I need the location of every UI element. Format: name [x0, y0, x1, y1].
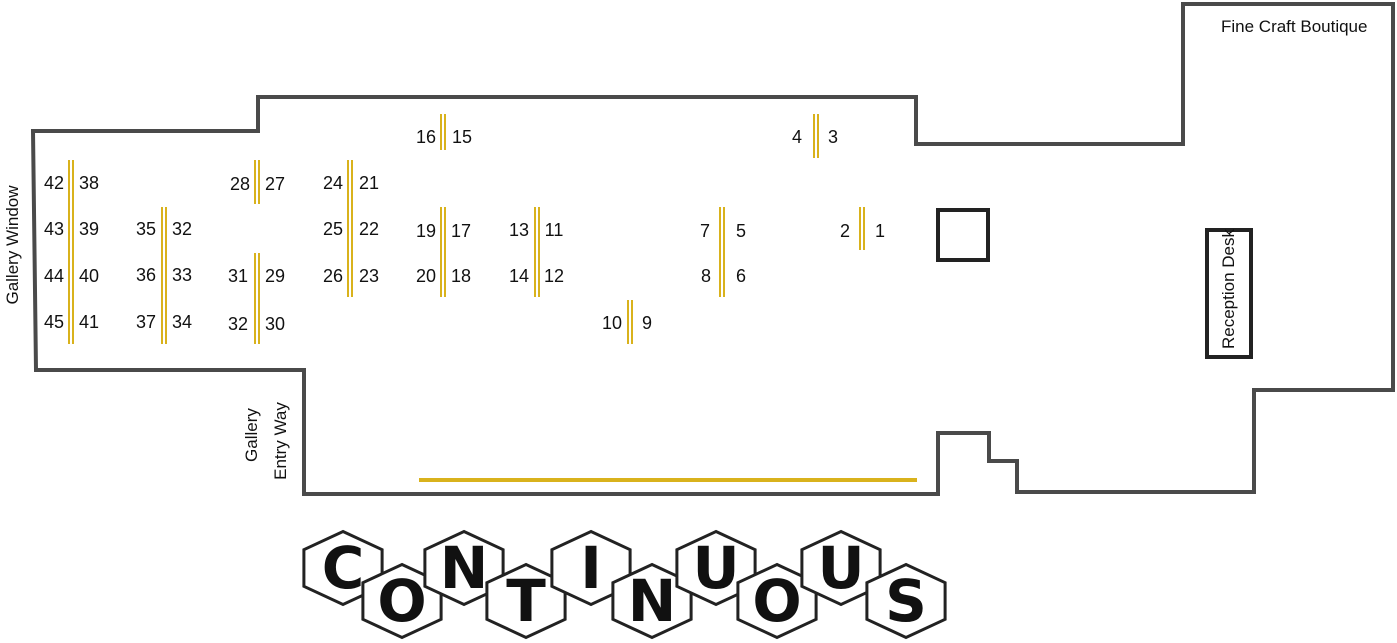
- reception-desk: [1205, 228, 1253, 359]
- logo-hexagon: U: [675, 529, 757, 607]
- logo-hexagon: O: [361, 562, 443, 640]
- booth-number: 7: [699, 221, 711, 241]
- booth-number: 36: [135, 265, 157, 285]
- booth-number: 17: [450, 221, 472, 241]
- reception-desk-label: Reception Desk: [1219, 228, 1238, 349]
- booth-number: 44: [43, 266, 65, 286]
- booth-number: 3: [827, 127, 839, 147]
- booth-number: 27: [264, 174, 286, 194]
- logo-letter: C: [322, 534, 365, 602]
- booth-number: 42: [43, 173, 65, 193]
- booth-number: 4: [791, 127, 803, 147]
- logo-hexagon: S: [865, 562, 947, 640]
- booth-number: 9: [641, 313, 653, 333]
- booth-number: 1: [874, 221, 886, 241]
- booth-number: 24: [322, 173, 344, 193]
- booth-number: 2: [839, 221, 851, 241]
- booth-number: 43: [43, 219, 65, 239]
- booth-number: 10: [601, 313, 623, 333]
- booth-number: 25: [322, 219, 344, 239]
- logo-hexagon: N: [423, 529, 505, 607]
- hexagon-shape: [550, 529, 632, 607]
- booth-number: 37: [135, 312, 157, 332]
- booth-number: 45: [43, 312, 65, 332]
- logo-letter: T: [506, 567, 546, 635]
- booth-number: 31: [227, 266, 249, 286]
- booth-number: 22: [358, 219, 380, 239]
- hexagon-shape: [423, 529, 505, 607]
- booth-number: 11: [544, 220, 564, 240]
- logo-letter: N: [440, 534, 489, 602]
- logo-hexagon: O: [736, 562, 818, 640]
- booth-number: 28: [229, 174, 251, 194]
- booth-dividers: [68, 114, 865, 344]
- booth-number: 40: [78, 266, 100, 286]
- gallery-window-label: Gallery Window: [3, 185, 22, 305]
- booth-number: 16: [415, 127, 437, 147]
- logo-letter: O: [377, 567, 426, 635]
- logo-hexagon: N: [611, 562, 693, 640]
- booth-number: 30: [264, 314, 286, 334]
- booth-number: 21: [358, 173, 380, 193]
- booth-number: 20: [415, 266, 437, 286]
- booth-number: 8: [700, 266, 712, 286]
- booth-number: 35: [135, 219, 157, 239]
- booth-number: 23: [358, 266, 380, 286]
- booth-number: 14: [508, 266, 530, 286]
- logo-letter: I: [580, 534, 602, 602]
- gallery-wall-outline: [30, 2, 1395, 496]
- fine-craft-boutique-label: Fine Craft Boutique: [1221, 17, 1368, 36]
- logo-letter: O: [752, 567, 801, 635]
- booth-number: 18: [450, 266, 472, 286]
- logo-letter: U: [692, 534, 739, 602]
- logo-letter: S: [885, 567, 927, 635]
- gallery-entry-label-1: Gallery: [242, 408, 261, 462]
- booth-number: 6: [735, 266, 747, 286]
- booth-number: 15: [451, 127, 473, 147]
- booth-number: 41: [78, 312, 100, 332]
- booth-number: 26: [322, 266, 344, 286]
- booth-number: 39: [78, 219, 100, 239]
- logo-letter: U: [817, 534, 864, 602]
- logo-hexagon: I: [550, 529, 632, 607]
- pillar: [936, 208, 990, 262]
- booth-number: 32: [171, 219, 193, 239]
- gallery-entry-label-2: Entry Way: [271, 402, 290, 480]
- hexagon-shape: [800, 529, 882, 607]
- booth-number: 33: [171, 265, 193, 285]
- hexagon-shape: [675, 529, 757, 607]
- booth-number: 19: [415, 221, 437, 241]
- logo-hexagon: T: [485, 562, 567, 640]
- booth-number: 32: [227, 314, 249, 334]
- logo-letter: N: [628, 567, 677, 635]
- booth-number: 5: [735, 221, 747, 241]
- booth-number: 12: [543, 266, 565, 286]
- logo-hexagon: U: [800, 529, 882, 607]
- booth-number: 13: [508, 220, 530, 240]
- booth-number: 29: [264, 266, 286, 286]
- booth-number: 34: [171, 312, 193, 332]
- hexagon-shape: [865, 562, 947, 640]
- booth-number: 38: [78, 173, 100, 193]
